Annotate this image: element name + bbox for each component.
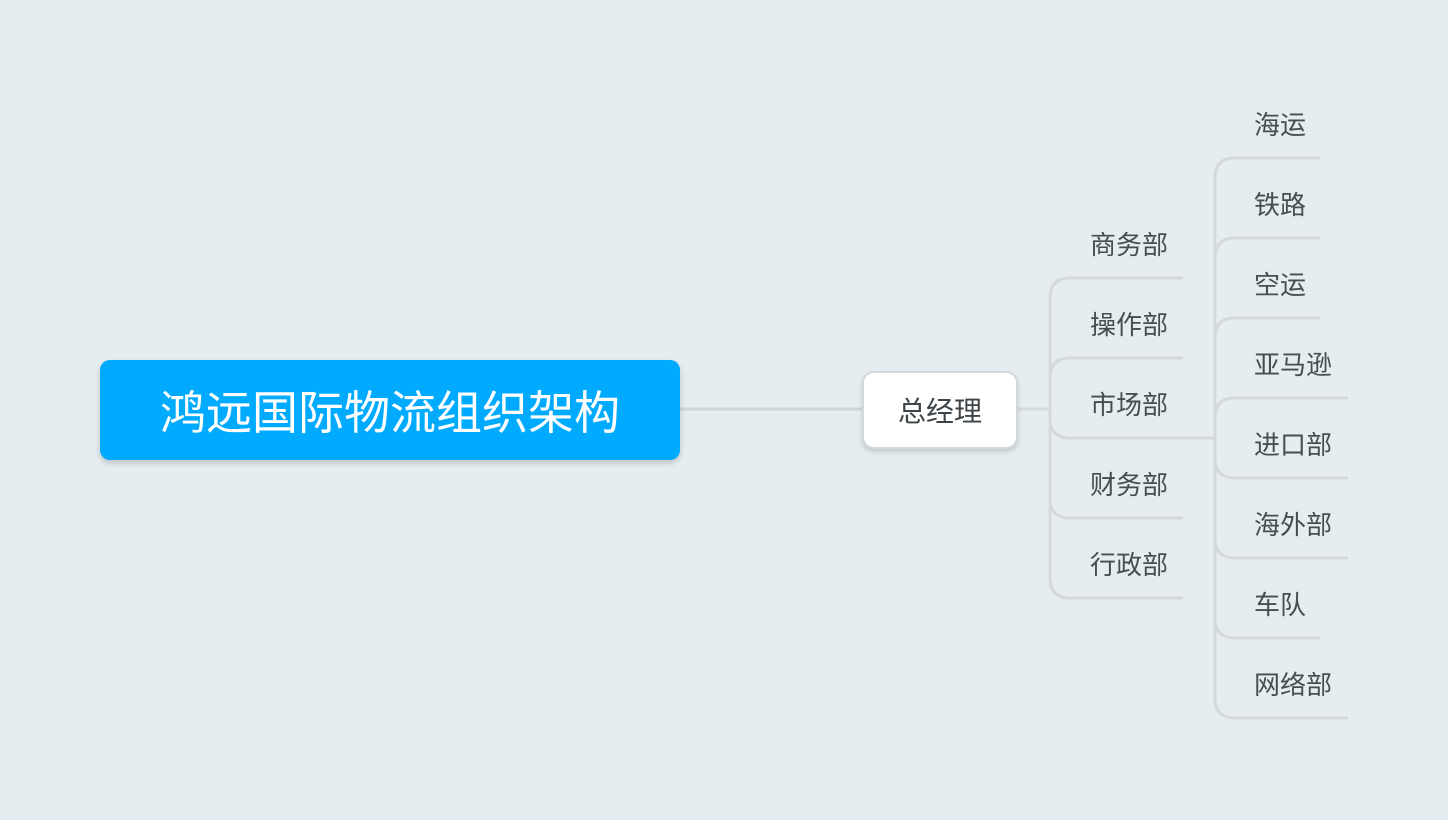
- department-node[interactable]: 商务部: [1090, 229, 1168, 263]
- sub-unit-node[interactable]: 海外部: [1254, 509, 1332, 543]
- sub-unit-node[interactable]: 网络部: [1254, 669, 1332, 703]
- sub-unit-label: 海运: [1254, 111, 1307, 141]
- department-label: 操作部: [1090, 311, 1169, 341]
- sub-unit-label: 空运: [1254, 271, 1307, 301]
- department-node[interactable]: 市场部: [1090, 389, 1168, 423]
- department-branches: [1048, 276, 1215, 600]
- sub-unit-label: 车队: [1254, 591, 1307, 621]
- department-label: 商务部: [1090, 231, 1169, 261]
- sub-unit-label: 海外部: [1254, 511, 1333, 541]
- sub-unit-label: 亚马逊: [1254, 351, 1333, 381]
- sub-unit-node[interactable]: 进口部: [1254, 429, 1332, 463]
- root-label: 鸿远国际物流组织架构: [160, 386, 620, 440]
- sub-unit-node[interactable]: 铁路: [1254, 189, 1306, 223]
- department-label: 市场部: [1090, 391, 1169, 421]
- root-node[interactable]: 鸿远国际物流组织架构: [100, 360, 680, 460]
- sub-unit-node[interactable]: 亚马逊: [1254, 349, 1332, 383]
- general-manager-node[interactable]: 总经理: [862, 371, 1018, 449]
- sub-unit-label: 铁路: [1254, 191, 1307, 221]
- department-node[interactable]: 财务部: [1090, 469, 1168, 503]
- sub-unit-label: 网络部: [1254, 671, 1333, 701]
- general-manager-label: 总经理: [897, 395, 982, 428]
- sub-unit-label: 进口部: [1254, 431, 1333, 461]
- sub-unit-node[interactable]: 车队: [1254, 589, 1306, 623]
- department-label: 行政部: [1090, 551, 1169, 581]
- department-node[interactable]: 行政部: [1090, 549, 1168, 583]
- sub-unit-node[interactable]: 空运: [1254, 269, 1306, 303]
- department-node[interactable]: 操作部: [1090, 309, 1168, 343]
- department-label: 财务部: [1090, 471, 1169, 501]
- sub-unit-node[interactable]: 海运: [1254, 109, 1306, 143]
- market-sub-branches: [1213, 156, 1348, 720]
